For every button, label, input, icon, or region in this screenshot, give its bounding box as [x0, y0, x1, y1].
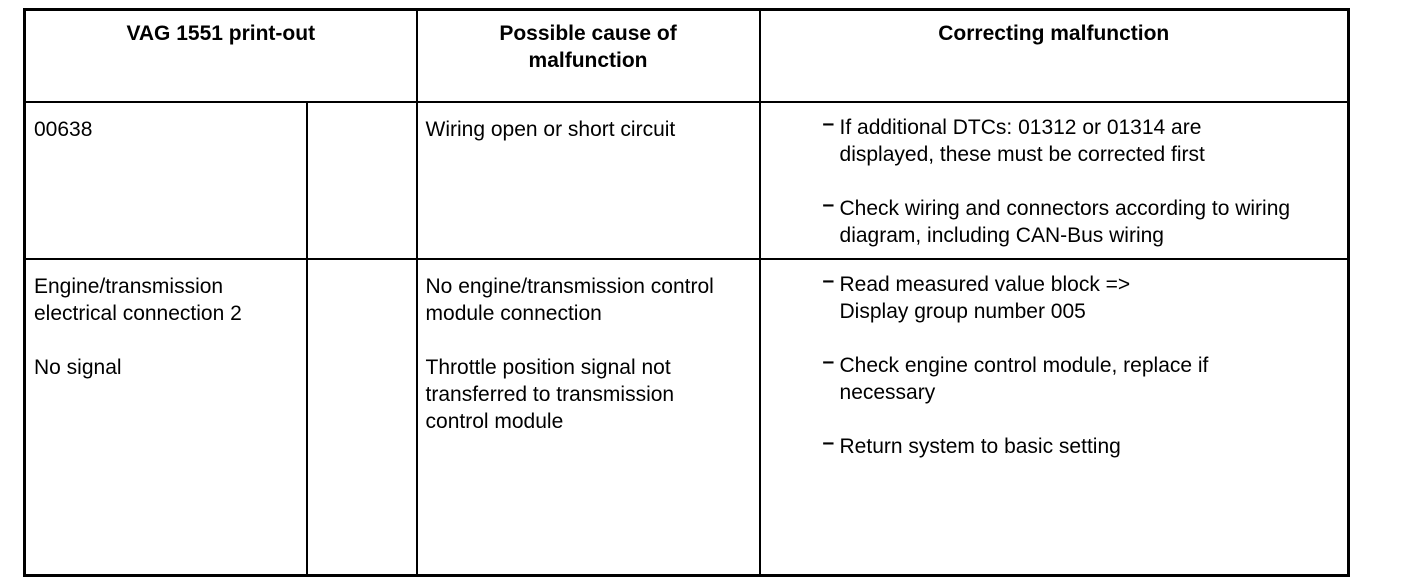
corrections-cell: – If additional DTCs: 01312 or 01314 are… [758, 100, 1350, 260]
header-printout-label: VAG 1551 print-out [126, 22, 316, 45]
header-cell-printout: VAG 1551 print-out [23, 8, 418, 103]
dash-bullet-icon: – [822, 111, 835, 135]
correction-text: Read measured value block => Display gro… [839, 272, 1131, 323]
corrections-list: – Read measured value block => Display g… [762, 261, 1347, 471]
dtc-subcell-empty [305, 257, 418, 577]
header-cell-correcting: Correcting malfunction [758, 8, 1350, 103]
correction-item: – Return system to basic setting [762, 431, 1342, 460]
dash-bullet-icon: – [822, 268, 835, 292]
correction-item: – If additional DTCs: 01312 or 01314 are… [762, 112, 1342, 168]
header-cell-cause: Possible cause of malfunction [415, 8, 761, 103]
dash-bullet-icon: – [822, 192, 835, 216]
header-correcting-label: Correcting malfunction [938, 22, 1170, 45]
dtc-subcell-text [309, 104, 415, 124]
dtc-code: 00638 [34, 117, 93, 141]
corrections-list: – If additional DTCs: 01312 or 01314 are… [762, 104, 1347, 257]
table-row-dtc-00638: 00638 Wiring open or short circuit – If … [23, 100, 1350, 260]
dtc-code-cell: Engine/transmission electrical connectio… [23, 257, 308, 577]
correction-item: – Read measured value block => Display g… [762, 269, 1342, 325]
correction-text: If additional DTCs: 01312 or 01314 are d… [839, 115, 1205, 166]
correction-text: Check wiring and connectors according to… [839, 196, 1291, 247]
dtc-subcell-text [309, 261, 415, 281]
dash-bullet-icon: – [822, 430, 835, 454]
correction-text: Check engine control module, replace if … [839, 353, 1209, 404]
header-cause-label: Possible cause of malfunction [499, 22, 677, 72]
dash-bullet-icon: – [822, 349, 835, 373]
cause-cell: No engine/transmission control module co… [415, 257, 761, 577]
dtc-code-cell: 00638 [23, 100, 308, 260]
corrections-cell: – Read measured value block => Display g… [758, 257, 1350, 577]
correction-item: – Check wiring and connectors according … [762, 193, 1342, 249]
header-row: VAG 1551 print-out Possible cause of mal… [23, 8, 1350, 103]
table-row-engine-transmission: Engine/transmission electrical connectio… [23, 257, 1350, 577]
correction-item: – Check engine control module, replace i… [762, 350, 1342, 406]
dtc-subcell-empty [305, 100, 418, 260]
diagnostic-table: VAG 1551 print-out Possible cause of mal… [23, 8, 1351, 577]
dtc-description: Engine/transmission electrical connectio… [34, 274, 242, 379]
cause-text: No engine/transmission control module co… [425, 274, 714, 433]
cause-cell: Wiring open or short circuit [415, 100, 761, 260]
correction-text: Return system to basic setting [839, 434, 1121, 458]
cause-text: Wiring open or short circuit [425, 117, 676, 141]
